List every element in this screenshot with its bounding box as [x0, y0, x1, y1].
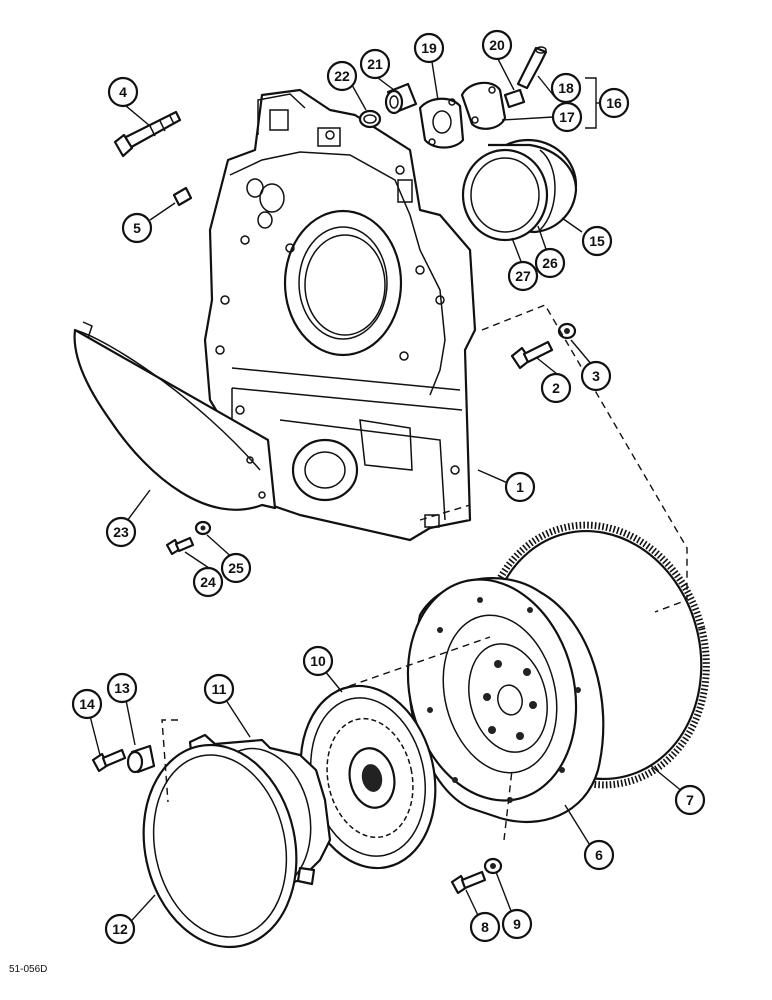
cover-plate: [460, 81, 507, 130]
svg-text:27: 27: [515, 268, 531, 284]
svg-text:1: 1: [516, 479, 524, 495]
svg-text:25: 25: [228, 560, 244, 576]
svg-text:20: 20: [489, 37, 505, 53]
svg-text:14: 14: [79, 696, 95, 712]
callout-5: 5: [121, 212, 153, 244]
callout-7: 7: [674, 784, 706, 816]
spacer: [126, 744, 156, 774]
callout-20: 20: [481, 29, 513, 61]
svg-text:17: 17: [559, 109, 575, 125]
plug: [384, 82, 418, 115]
elbow-fitting: [516, 46, 548, 90]
dowel-pin: [172, 186, 193, 207]
svg-text:15: 15: [589, 233, 605, 249]
callout-6: 6: [583, 839, 615, 871]
housing-bolt: [510, 340, 554, 370]
flywheel-washer: [483, 857, 503, 875]
callout-21: 21: [359, 48, 391, 80]
figure-id: 51-056D: [9, 964, 47, 975]
plate-bolt: [91, 748, 127, 773]
callout-3: 3: [580, 360, 612, 392]
callout-22: 22: [326, 60, 358, 92]
callout-2: 2: [540, 372, 572, 404]
callout-4: 4: [107, 76, 139, 108]
svg-text:11: 11: [212, 681, 227, 697]
callout-14: 14: [71, 688, 103, 720]
housing-washer: [557, 322, 577, 340]
callout-23: 23: [105, 516, 137, 548]
svg-text:4: 4: [119, 84, 127, 100]
svg-text:3: 3: [592, 368, 600, 384]
friction-ring: [142, 743, 298, 949]
flywheel: [406, 577, 605, 823]
callout-18: 18: [550, 72, 582, 104]
callout-25: 25: [220, 552, 252, 584]
flywheel-housing: [203, 88, 477, 542]
callout-26: 26: [534, 247, 566, 279]
callout-19: 19: [413, 32, 445, 64]
callout-9: 9: [501, 908, 533, 940]
svg-text:18: 18: [558, 80, 574, 96]
svg-text:10: 10: [310, 653, 326, 669]
svg-text:8: 8: [481, 919, 489, 935]
svg-text:2: 2: [552, 380, 560, 396]
callout-15: 15: [581, 225, 613, 257]
callout-16: 16: [598, 87, 630, 119]
callout-11: 11: [203, 673, 235, 705]
seal: [461, 148, 549, 242]
callout-17: 17: [551, 101, 583, 133]
svg-text:26: 26: [542, 255, 558, 271]
shield-washer: [194, 520, 212, 536]
svg-text:13: 13: [114, 680, 130, 696]
clutch-disc: [299, 684, 437, 870]
dust-shield: [73, 321, 277, 511]
svg-text:21: 21: [367, 56, 383, 72]
callout-1: 1: [504, 471, 536, 503]
seal-ring: [539, 149, 556, 231]
callout-10: 10: [302, 645, 334, 677]
svg-text:5: 5: [133, 220, 141, 236]
callout-13: 13: [106, 672, 138, 704]
shield-bolt: [165, 536, 195, 556]
cover-assembly-bracket: [585, 77, 600, 129]
callout-24: 24: [192, 566, 224, 598]
gasket: [418, 97, 465, 149]
svg-text:6: 6: [595, 847, 603, 863]
o-ring: [358, 109, 382, 129]
svg-text:12: 12: [112, 921, 128, 937]
connector-fitting: [503, 88, 526, 109]
assembly-lines: [161, 304, 688, 841]
svg-text:24: 24: [200, 574, 216, 590]
svg-text:19: 19: [421, 40, 437, 56]
svg-text:22: 22: [334, 68, 350, 84]
callout-8: 8: [469, 911, 501, 943]
callout-27: 27: [507, 260, 539, 292]
svg-text:7: 7: [686, 792, 694, 808]
flywheel-bolt: [450, 870, 487, 895]
svg-text:23: 23: [113, 524, 129, 540]
callout-12: 12: [104, 913, 136, 945]
svg-text:16: 16: [606, 95, 622, 111]
svg-text:9: 9: [513, 916, 521, 932]
long-bolt: [113, 110, 182, 158]
